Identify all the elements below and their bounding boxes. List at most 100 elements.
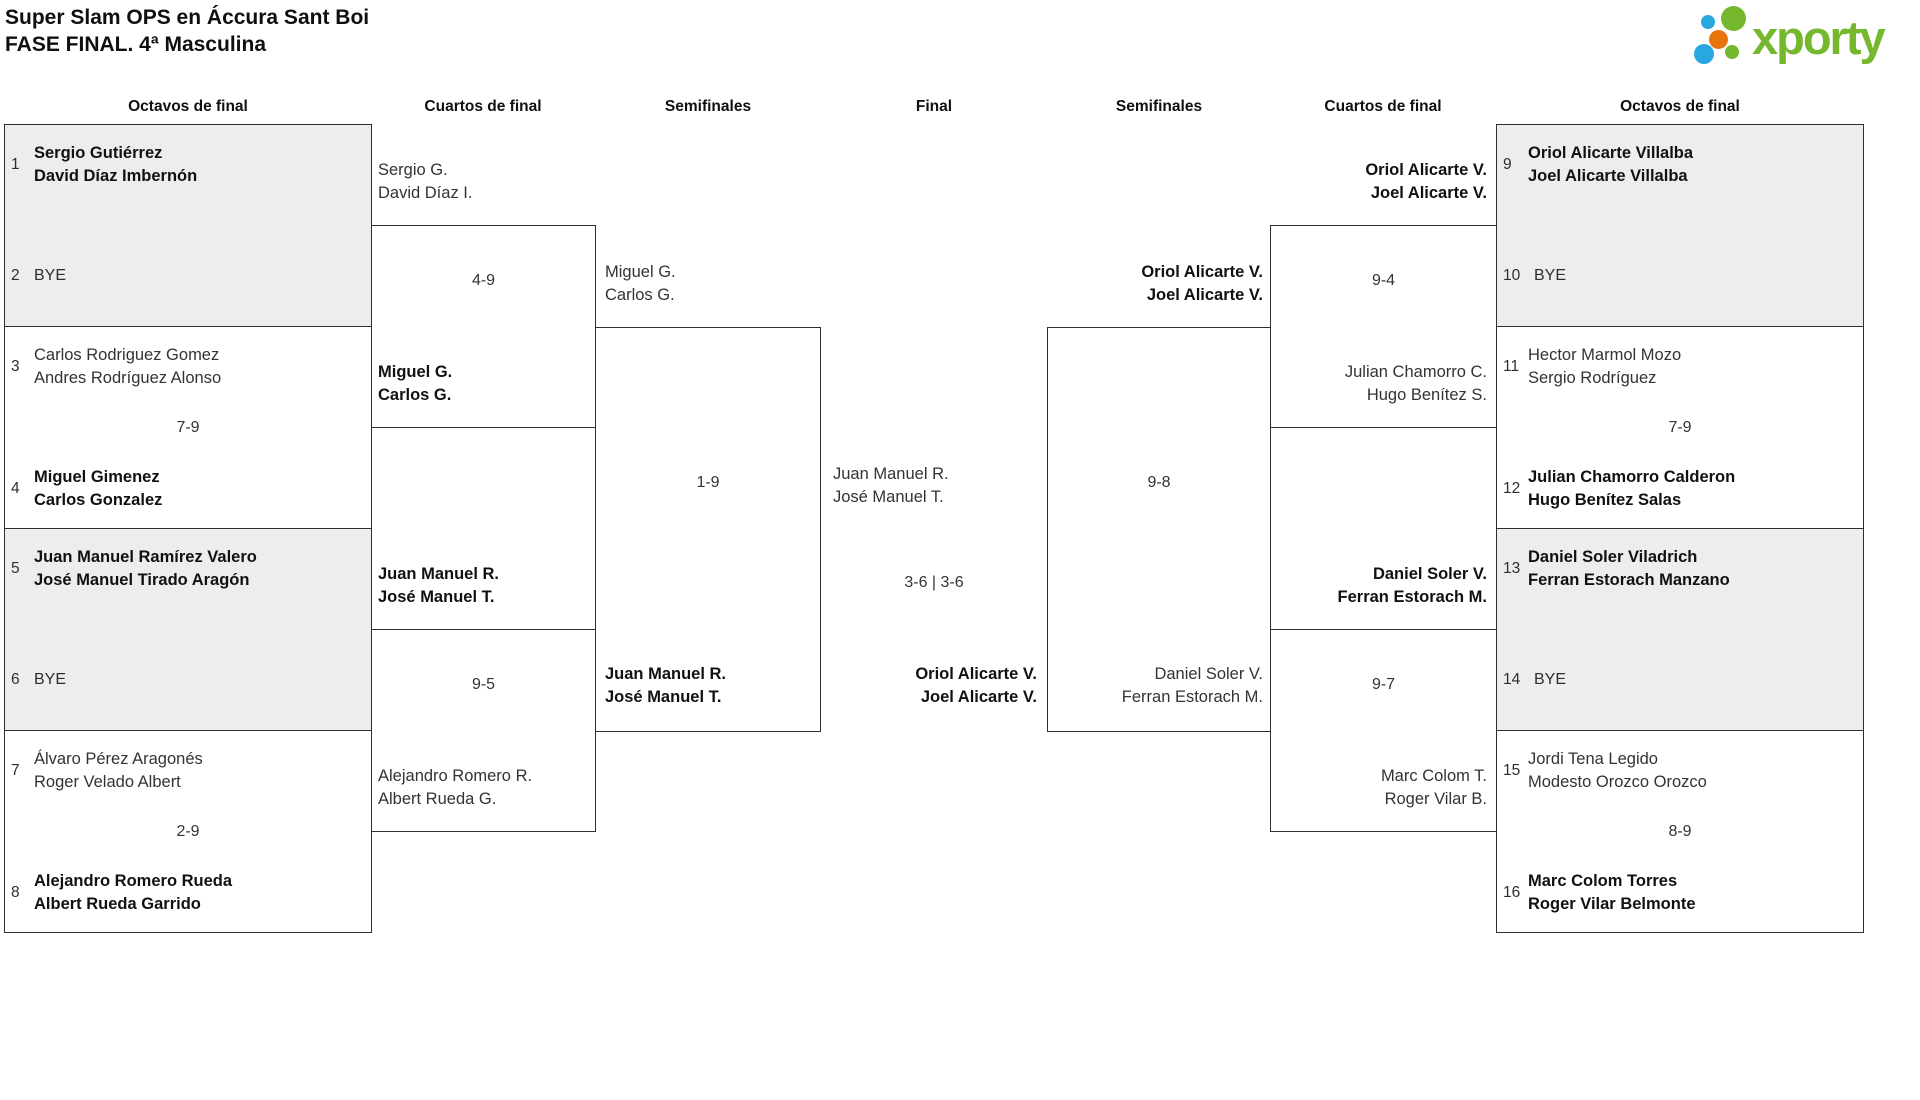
- team-entry-seed13[interactable]: Daniel Soler Viladrich Ferran Estorach M…: [1528, 546, 1730, 592]
- team-entry-seed15[interactable]: Jordi Tena Legido Modesto Orozco Orozco: [1528, 748, 1707, 794]
- logo-dot-blue-large: [1694, 44, 1714, 64]
- match-score: 7-9: [176, 419, 200, 436]
- player-name: Marc Colom T.: [1380, 767, 1487, 785]
- player-name: Daniel Soler V.: [1372, 565, 1487, 583]
- player-name: Oriol Alicarte V.: [1365, 161, 1487, 179]
- seed-number: 2: [11, 267, 20, 284]
- team-entry-seed11[interactable]: Hector Marmol Mozo Sergio Rodríguez: [1528, 344, 1681, 390]
- match-score: 9-7: [1371, 676, 1396, 693]
- player-name: Carlos G.: [378, 386, 452, 404]
- match-score: 2-9: [176, 823, 200, 840]
- player-name: Alejandro Romero Rueda: [34, 872, 233, 890]
- player-name: Roger Velado Albert: [34, 773, 181, 791]
- team-entry[interactable]: Julian Chamorro C. Hugo Benítez S.: [1270, 361, 1487, 407]
- player-name: Joel Alicarte V.: [920, 688, 1037, 706]
- player-name: Andres Rodríguez Alonso: [34, 369, 222, 387]
- team-entry-seed16[interactable]: Marc Colom Torres Roger Vilar Belmonte: [1528, 870, 1696, 916]
- match-score: 9-5: [471, 676, 496, 693]
- page-title-line1: Super Slam OPS en Áccura Sant Boi: [5, 6, 370, 29]
- logo-dot-green-small: [1725, 45, 1739, 59]
- player-name: José Manuel Tirado Aragón: [34, 571, 250, 589]
- player-name: Carlos Rodriguez Gomez: [34, 346, 220, 364]
- seed-number: 6: [11, 671, 20, 688]
- player-name: Hector Marmol Mozo: [1528, 346, 1682, 364]
- player-name: Miguel G.: [378, 363, 453, 381]
- player-name: Sergio Gutiérrez: [34, 144, 163, 162]
- player-name: David Díaz I.: [378, 184, 473, 202]
- player-name: Hugo Benítez S.: [1366, 386, 1487, 404]
- team-entry[interactable]: Oriol Alicarte V. Joel Alicarte V.: [1270, 159, 1487, 205]
- team-entry[interactable]: Marc Colom T. Roger Vilar B.: [1270, 765, 1487, 811]
- logo-dot-green-large: [1721, 6, 1746, 31]
- team-entry[interactable]: Juan Manuel R. José Manuel T.: [378, 563, 499, 609]
- round-header-semis-left: Semifinales: [664, 98, 752, 115]
- team-entry-seed3[interactable]: Carlos Rodriguez Gomez Andres Rodríguez …: [34, 344, 221, 390]
- match-box-semifinal-right: [1047, 327, 1271, 732]
- seed-number: 1: [11, 156, 20, 173]
- player-name: Juan Manuel R.: [378, 565, 500, 583]
- player-name: Hugo Benítez Salas: [1528, 491, 1682, 509]
- team-entry-seed5[interactable]: Juan Manuel Ramírez Valero José Manuel T…: [34, 546, 257, 592]
- seed-number: 3: [11, 358, 20, 375]
- player-name: Daniel Soler V.: [1154, 665, 1263, 683]
- team-entry[interactable]: Miguel G. Carlos G.: [605, 261, 676, 307]
- round-header-semis-right: Semifinales: [1115, 98, 1203, 115]
- team-entry-seed12[interactable]: Julian Chamorro Calderon Hugo Benítez Sa…: [1528, 466, 1735, 512]
- team-entry[interactable]: Daniel Soler V. Ferran Estorach M.: [1270, 563, 1487, 609]
- round-header-octavos-left: Octavos de final: [128, 98, 248, 115]
- team-entry-finalist-left[interactable]: Juan Manuel R. José Manuel T.: [833, 463, 949, 509]
- player-name: José Manuel T.: [378, 588, 495, 606]
- team-entry[interactable]: Sergio G. David Díaz I.: [378, 159, 472, 205]
- player-name: Carlos Gonzalez: [34, 491, 163, 509]
- player-name: Julian Chamorro C.: [1344, 363, 1487, 381]
- seed-number: 13: [1503, 560, 1521, 577]
- match-score: 1-9: [696, 474, 720, 491]
- player-name: Daniel Soler Viladrich: [1528, 548, 1698, 566]
- team-entry[interactable]: Daniel Soler V. Ferran Estorach M.: [1047, 663, 1263, 709]
- seed-number: 14: [1503, 671, 1521, 688]
- team-entry-seed8[interactable]: Alejandro Romero Rueda Albert Rueda Garr…: [34, 870, 232, 916]
- team-entry-seed7[interactable]: Álvaro Pérez Aragonés Roger Velado Alber…: [34, 748, 203, 794]
- player-name: Sergio Rodríguez: [1528, 369, 1657, 387]
- match-box-octavos-left-4: [4, 730, 372, 933]
- player-name: José Manuel T.: [833, 488, 944, 506]
- bye-label: BYE: [34, 267, 67, 284]
- seed-number: 5: [11, 560, 20, 577]
- team-entry[interactable]: Oriol Alicarte V. Joel Alicarte V.: [1047, 261, 1263, 307]
- player-name: Ferran Estorach M.: [1121, 688, 1263, 706]
- match-box-cuartos-right-1: [1270, 225, 1497, 428]
- player-name: Joel Alicarte V.: [1146, 286, 1263, 304]
- player-name: Roger Vilar Belmonte: [1528, 895, 1696, 913]
- player-name: Miguel G.: [605, 263, 676, 281]
- player-name: Ferran Estorach Manzano: [1528, 571, 1730, 589]
- team-entry[interactable]: Juan Manuel R. José Manuel T.: [605, 663, 726, 709]
- team-entry-champion[interactable]: Oriol Alicarte V. Joel Alicarte V.: [821, 663, 1037, 709]
- match-score: 4-9: [471, 272, 496, 289]
- team-entry-seed4[interactable]: Miguel Gimenez Carlos Gonzalez: [34, 466, 162, 512]
- player-name: Joel Alicarte V.: [1370, 184, 1487, 202]
- page-title-line2: FASE FINAL. 4ª Masculina: [5, 33, 266, 56]
- match-box-cuartos-left-1: [371, 225, 596, 428]
- match-box-octavos-right-4: [1496, 730, 1864, 933]
- seed-number: 4: [11, 480, 20, 497]
- team-entry[interactable]: Miguel G. Carlos G.: [378, 361, 452, 407]
- player-name: Juan Manuel R.: [833, 465, 949, 483]
- player-name: Miguel Gimenez: [34, 468, 160, 486]
- bye-label: BYE: [1534, 267, 1567, 284]
- match-box-octavos-left-3: [4, 528, 372, 731]
- team-entry-seed9[interactable]: Oriol Alicarte Villalba Joel Alicarte Vi…: [1528, 142, 1693, 188]
- seed-number: 12: [1503, 480, 1521, 497]
- bye-label: BYE: [1534, 671, 1567, 688]
- team-entry-seed1[interactable]: Sergio Gutiérrez David Díaz Imbernón: [34, 142, 197, 188]
- player-name: Albert Rueda G.: [378, 790, 497, 808]
- match-score: 8-9: [1668, 823, 1692, 840]
- player-name: Roger Vilar B.: [1384, 790, 1487, 808]
- player-name: Alejandro Romero R.: [378, 767, 533, 785]
- player-name: David Díaz Imbernón: [34, 167, 198, 185]
- team-entry[interactable]: Alejandro Romero R. Albert Rueda G.: [378, 765, 532, 811]
- logo-dot-blue-small: [1701, 15, 1715, 29]
- player-name: Joel Alicarte Villalba: [1528, 167, 1688, 185]
- player-name: Oriol Alicarte V.: [1141, 263, 1263, 281]
- player-name: Carlos G.: [605, 286, 675, 304]
- logo-dot-orange: [1709, 30, 1728, 49]
